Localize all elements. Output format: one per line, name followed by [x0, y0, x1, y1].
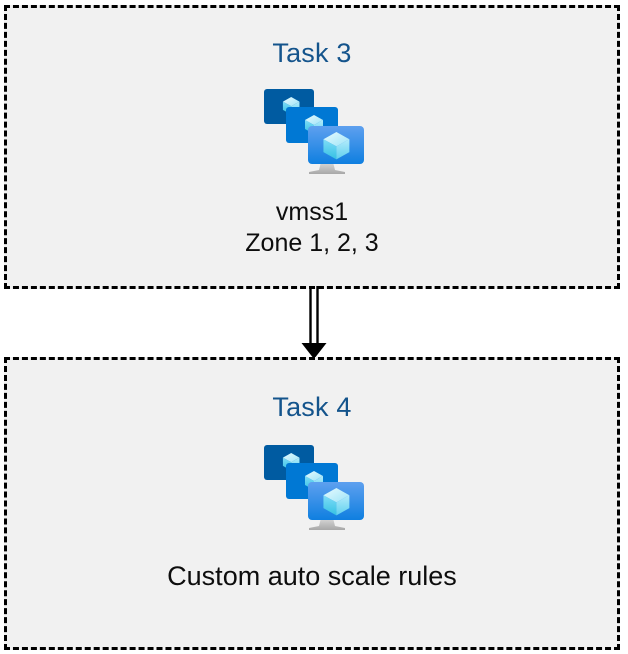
task-caption-2: Custom auto scale rules	[167, 561, 457, 591]
azure-vm-scale-set-icon	[260, 441, 364, 531]
task-title-2: Task 4	[272, 392, 352, 422]
task-caption-1: vmss1 Zone 1, 2, 3	[245, 198, 379, 257]
task-box-task-3[interactable]: Task 3	[4, 5, 620, 289]
azure-vm-scale-set-icon-svg	[264, 445, 364, 530]
azure-vm-scale-set-icon-svg	[264, 89, 364, 174]
connector-arrow-down-icon	[301, 286, 327, 359]
azure-vm-scale-set-icon	[260, 85, 364, 175]
task-title-1: Task 3	[272, 38, 352, 68]
task-box-task-4[interactable]: Task 4	[4, 357, 620, 650]
